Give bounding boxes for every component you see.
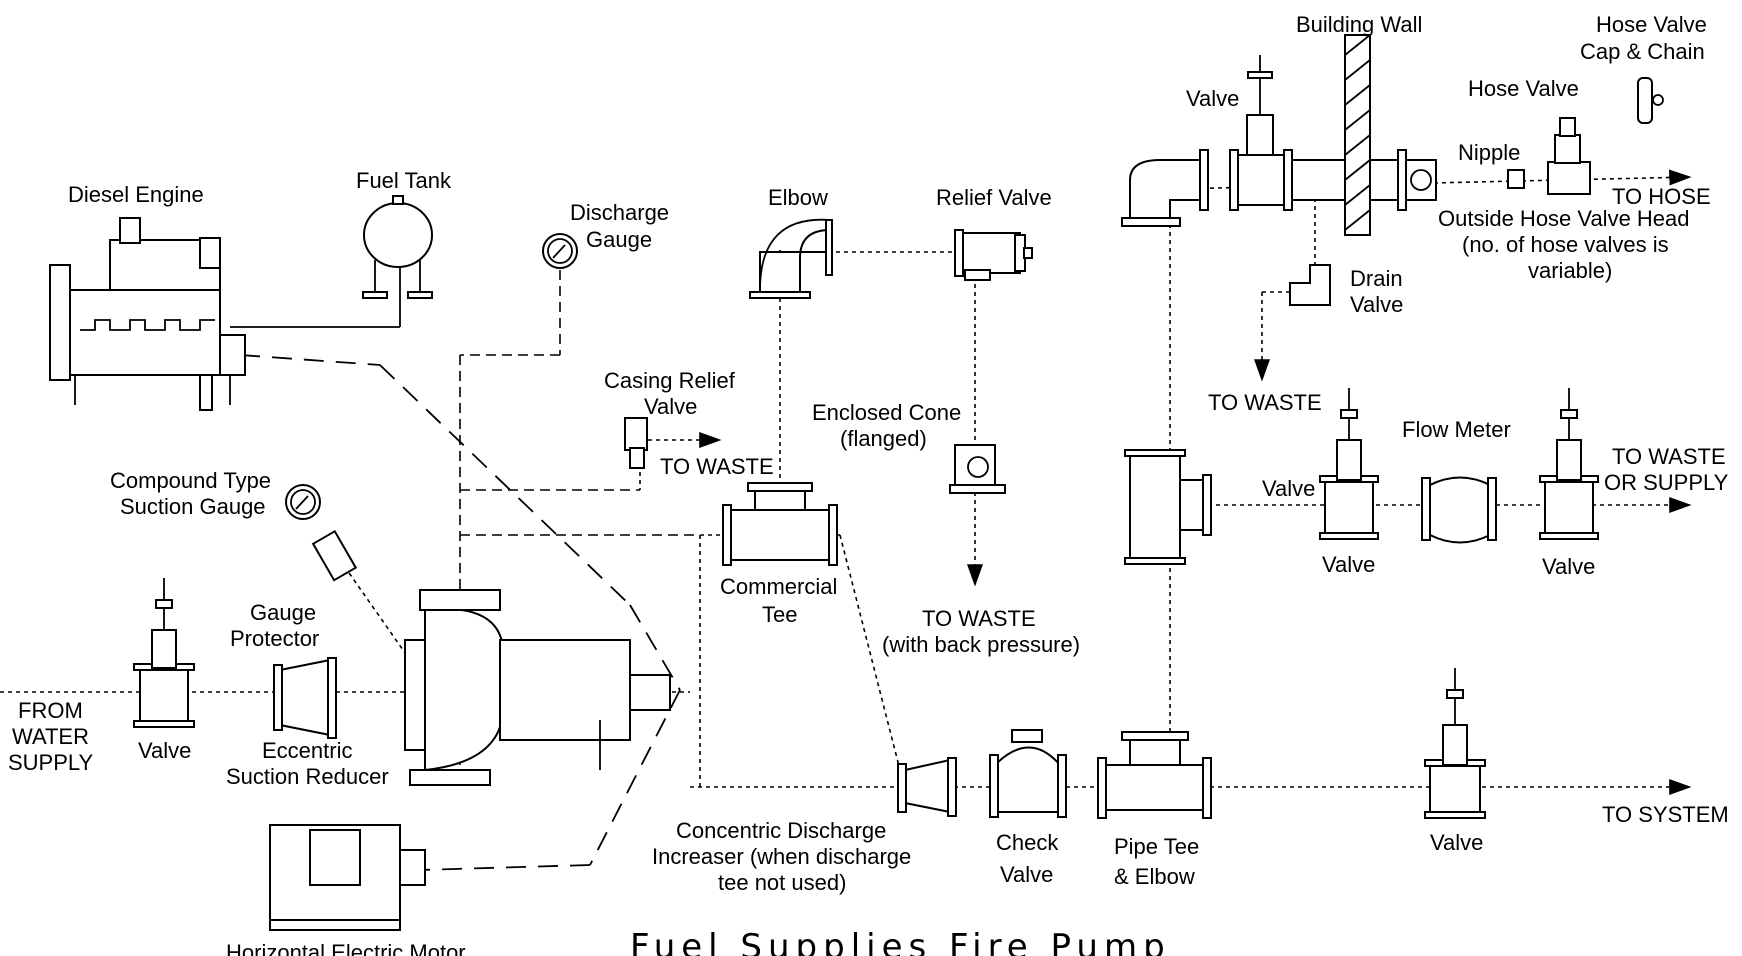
label-valve-fm-left: Valve <box>1262 476 1315 501</box>
label-pipe-tee-2: & Elbow <box>1114 864 1195 889</box>
elbow <box>749 218 833 299</box>
hose-valve <box>1547 117 1591 195</box>
label-nipple: Nipple <box>1458 140 1520 165</box>
label-discharge-gauge-2: Gauge <box>586 227 652 252</box>
label-flow-meter: Flow Meter <box>1402 417 1511 442</box>
nipple <box>1507 169 1525 189</box>
casing-relief-valve <box>624 417 648 469</box>
label-casing-relief-2: Valve <box>644 394 697 419</box>
label-compound-gauge-2: Suction Gauge <box>120 494 266 519</box>
label-outside-head-1: Outside Hose Valve Head <box>1438 206 1690 231</box>
label-to-waste-relief-1: TO WASTE <box>922 606 1036 631</box>
label-gauge-protector-1: Gauge <box>250 600 316 625</box>
diesel-engine <box>49 217 246 411</box>
label-valve-fm-below-left: Valve <box>1322 552 1375 577</box>
suction-valve <box>133 578 195 728</box>
flow-meter <box>1421 476 1497 544</box>
label-elbow: Elbow <box>768 185 828 210</box>
label-valve-top: Valve <box>1186 86 1239 111</box>
label-from-supply-2: WATER <box>12 724 89 749</box>
label-hose-valve-cap-1: Hose Valve <box>1596 12 1707 37</box>
label-valve-system: Valve <box>1430 830 1483 855</box>
label-gauge-protector-2: Protector <box>230 626 319 651</box>
building-wall <box>1344 34 1371 236</box>
label-to-waste-relief-2: (with back pressure) <box>882 632 1080 657</box>
label-concentric-2: Increaser (when discharge <box>652 844 911 869</box>
label-eccentric-1: Eccentric <box>262 738 352 763</box>
label-discharge-gauge-1: Discharge <box>570 200 669 225</box>
system-valve <box>1424 668 1486 819</box>
label-to-system: TO SYSTEM <box>1602 802 1729 827</box>
label-electric-motor: Horizontal Electric Motor <box>226 940 466 956</box>
label-diesel-engine: Diesel Engine <box>68 182 204 207</box>
label-to-waste-supply-1: TO WASTE <box>1612 444 1726 469</box>
pipe-tee-middle <box>1124 449 1212 565</box>
diagram-title: Fuel Supplies Fire Pump <box>630 927 1171 956</box>
label-eccentric-2: Suction Reducer <box>226 764 389 789</box>
fire-pump <box>404 589 671 786</box>
hose-cap <box>1637 77 1664 124</box>
label-from-supply-1: FROM <box>18 698 83 723</box>
label-to-hose: TO HOSE <box>1612 184 1711 209</box>
discharge-gauge <box>542 233 578 269</box>
hose-head <box>1397 149 1437 211</box>
label-hose-valve-cap-2: Cap & Chain <box>1580 39 1705 64</box>
gauge-protector <box>311 529 358 582</box>
label-concentric-3: tee not used) <box>718 870 846 895</box>
label-drain-valve-2: Valve <box>1350 292 1403 317</box>
top-valve <box>1229 55 1293 211</box>
label-pipe-tee-1: Pipe Tee <box>1114 834 1199 859</box>
label-to-waste-casing: TO WASTE <box>660 454 774 479</box>
label-to-waste-drain: TO WASTE <box>1208 390 1322 415</box>
label-relief-valve: Relief Valve <box>936 185 1052 210</box>
flow-meter-valve-right <box>1539 388 1599 540</box>
label-concentric-1: Concentric Discharge <box>676 818 886 843</box>
label-enclosed-cone-2: (flanged) <box>840 426 927 451</box>
label-check-valve-1: Check <box>996 830 1059 855</box>
label-building-wall: Building Wall <box>1296 12 1422 37</box>
label-commercial-tee-1: Commercial <box>720 574 837 599</box>
label-compound-gauge-1: Compound Type <box>110 468 271 493</box>
label-hose-valve: Hose Valve <box>1468 76 1579 101</box>
label-check-valve-2: Valve <box>1000 862 1053 887</box>
compound-gauge <box>285 484 321 520</box>
label-fuel-tank: Fuel Tank <box>356 168 452 193</box>
fuel-tank <box>362 195 433 299</box>
top-elbow <box>1121 149 1209 227</box>
relief-valve <box>954 229 1033 281</box>
label-valve-suction: Valve <box>138 738 191 763</box>
flow-meter-valve-left <box>1319 388 1379 540</box>
commercial-tee <box>722 482 838 566</box>
pipe-tee-bottom <box>1097 731 1212 819</box>
labels: Diesel Engine Fuel Tank Discharge Gauge … <box>8 12 1729 956</box>
label-outside-head-2: (no. of hose valves is <box>1462 232 1669 257</box>
check-valve <box>989 729 1067 818</box>
label-enclosed-cone-1: Enclosed Cone <box>812 400 961 425</box>
label-from-supply-3: SUPPLY <box>8 750 94 775</box>
drain-valve <box>1289 264 1331 306</box>
label-outside-head-3: variable) <box>1528 258 1612 283</box>
concentric-increaser <box>897 757 957 817</box>
eccentric-reducer <box>273 657 337 739</box>
electric-motor <box>269 824 426 931</box>
label-commercial-tee-2: Tee <box>762 602 797 627</box>
enclosed-cone <box>949 444 1006 494</box>
label-valve-fm-below-right: Valve <box>1542 554 1595 579</box>
label-casing-relief-1: Casing Relief <box>604 368 736 393</box>
label-drain-valve-1: Drain <box>1350 266 1403 291</box>
label-to-waste-supply-2: OR SUPPLY <box>1604 470 1729 495</box>
